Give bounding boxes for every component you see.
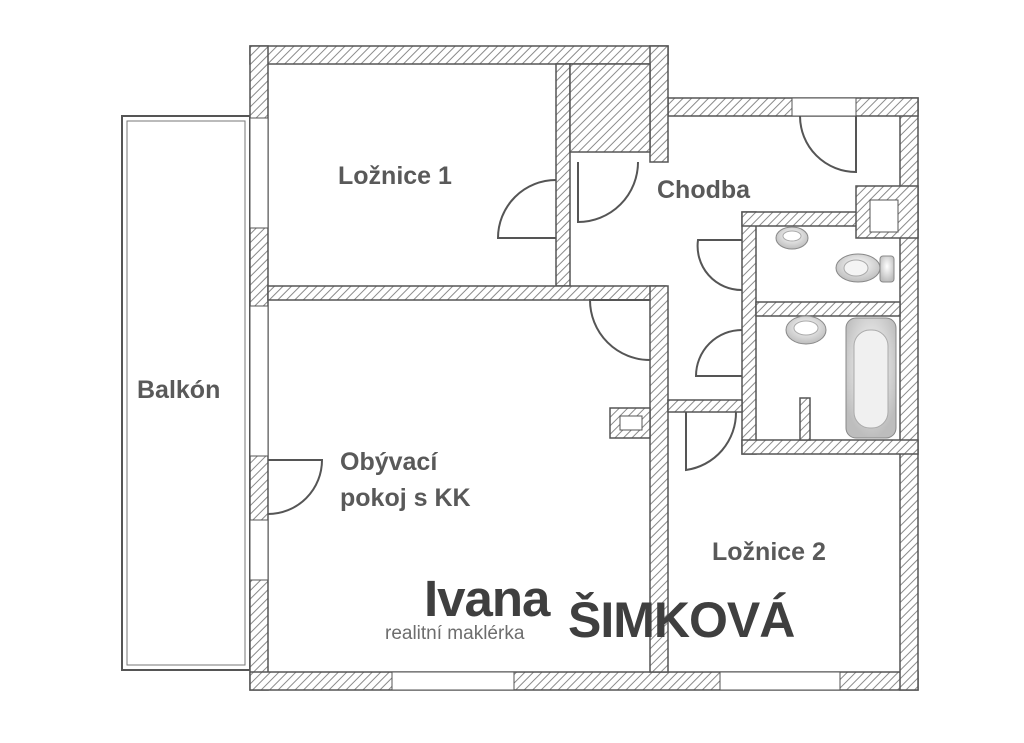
windows [249,97,857,691]
wall-cores [619,199,899,431]
balcony [121,115,251,671]
brand-last-name: ŠIMKOVÁ [568,592,795,648]
room-label-loznice-1: Ložnice 1 [338,162,452,190]
room-label-balkon: Balkón [137,376,221,404]
sink-wc-icon [775,226,809,250]
brand-first-name: Ivana [424,570,550,627]
sink-bath-icon [785,315,827,345]
room-label-obyvaci-line1: Obývací [340,448,438,476]
brand-subtitle: realitní maklérka [385,623,525,644]
room-label-chodba: Chodba [657,176,751,204]
bathtub-icon [845,317,897,439]
doors [267,115,857,515]
room-label-obyvaci-line2: pokoj s KK [340,484,471,512]
toilet-icon [835,253,895,283]
room-label-loznice-2: Ložnice 2 [712,538,826,566]
